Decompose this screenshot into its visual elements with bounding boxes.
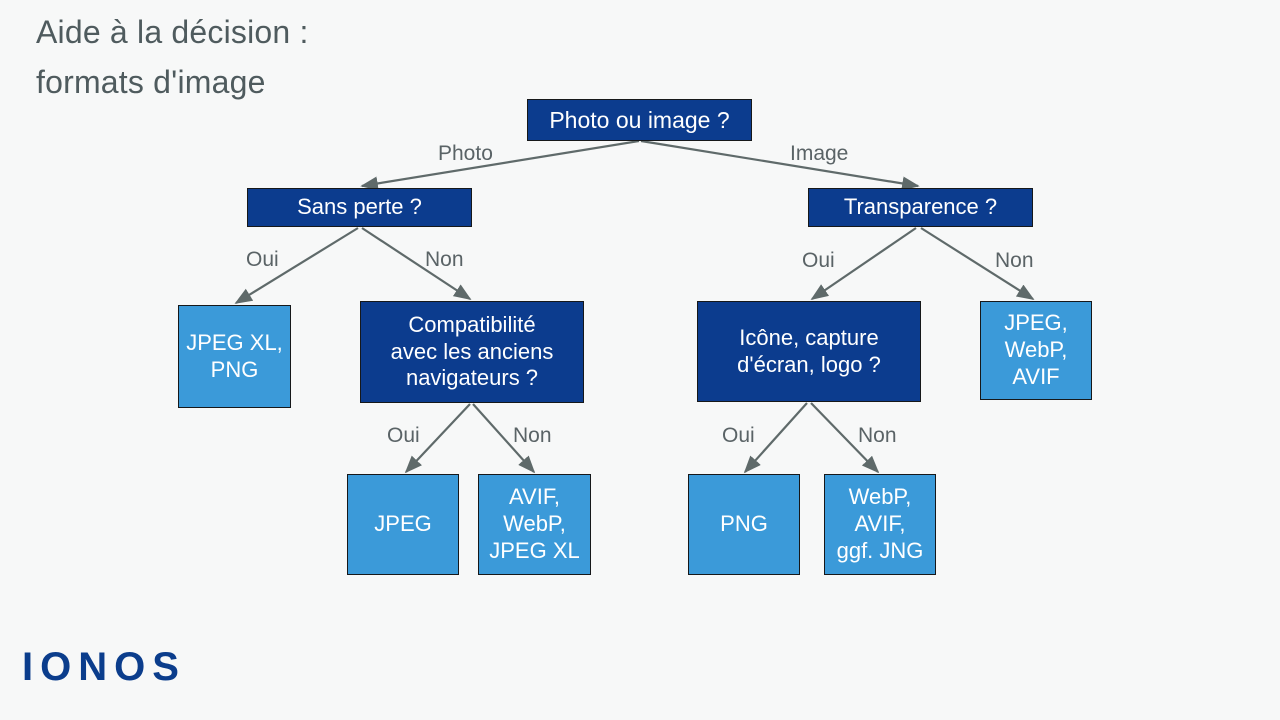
node-webp-avif-jng[interactable]: WebP, AVIF, ggf. JNG <box>824 474 936 575</box>
node-jpeg-webp-avif[interactable]: JPEG, WebP, AVIF <box>980 301 1092 400</box>
edge-label-e-compat-jpeg: Oui <box>387 424 420 447</box>
edge-root-to-sans-perte <box>360 139 640 191</box>
edge-label-e-sansperte-compat: Non <box>425 248 464 271</box>
edge-label-e-icone-webp: Non <box>858 424 897 447</box>
node-avif-webp-jxl[interactable]: AVIF, WebP, JPEG XL <box>478 474 591 575</box>
edge-root-to-transparence <box>640 139 920 191</box>
node-transparence[interactable]: Transparence ? <box>808 188 1033 227</box>
edge-label-e-sansperte-jpegxl: Oui <box>246 248 279 271</box>
node-jpeg[interactable]: JPEG <box>347 474 459 575</box>
edge-label-e-transp-jpegwebp: Non <box>995 249 1034 272</box>
edge-label-e-root-sansperte: Photo <box>438 142 493 165</box>
ionos-logo: IONOS <box>22 645 186 689</box>
node-root[interactable]: Photo ou image ? <box>527 99 752 141</box>
edge-label-e-icone-png: Oui <box>722 424 755 447</box>
node-jpegxl-png[interactable]: JPEG XL, PNG <box>178 305 291 408</box>
page-title: Aide à la décision : formats d'image <box>36 14 309 100</box>
node-sans-perte[interactable]: Sans perte ? <box>247 188 472 227</box>
node-icone[interactable]: Icône, capture d'écran, logo ? <box>697 301 921 402</box>
edge-label-e-compat-avif: Non <box>513 424 552 447</box>
edge-label-e-transp-icone: Oui <box>802 249 835 272</box>
edge-label-e-root-transparence: Image <box>790 142 849 165</box>
node-png[interactable]: PNG <box>688 474 800 575</box>
node-compat[interactable]: Compatibilité avec les anciens navigateu… <box>360 301 584 403</box>
